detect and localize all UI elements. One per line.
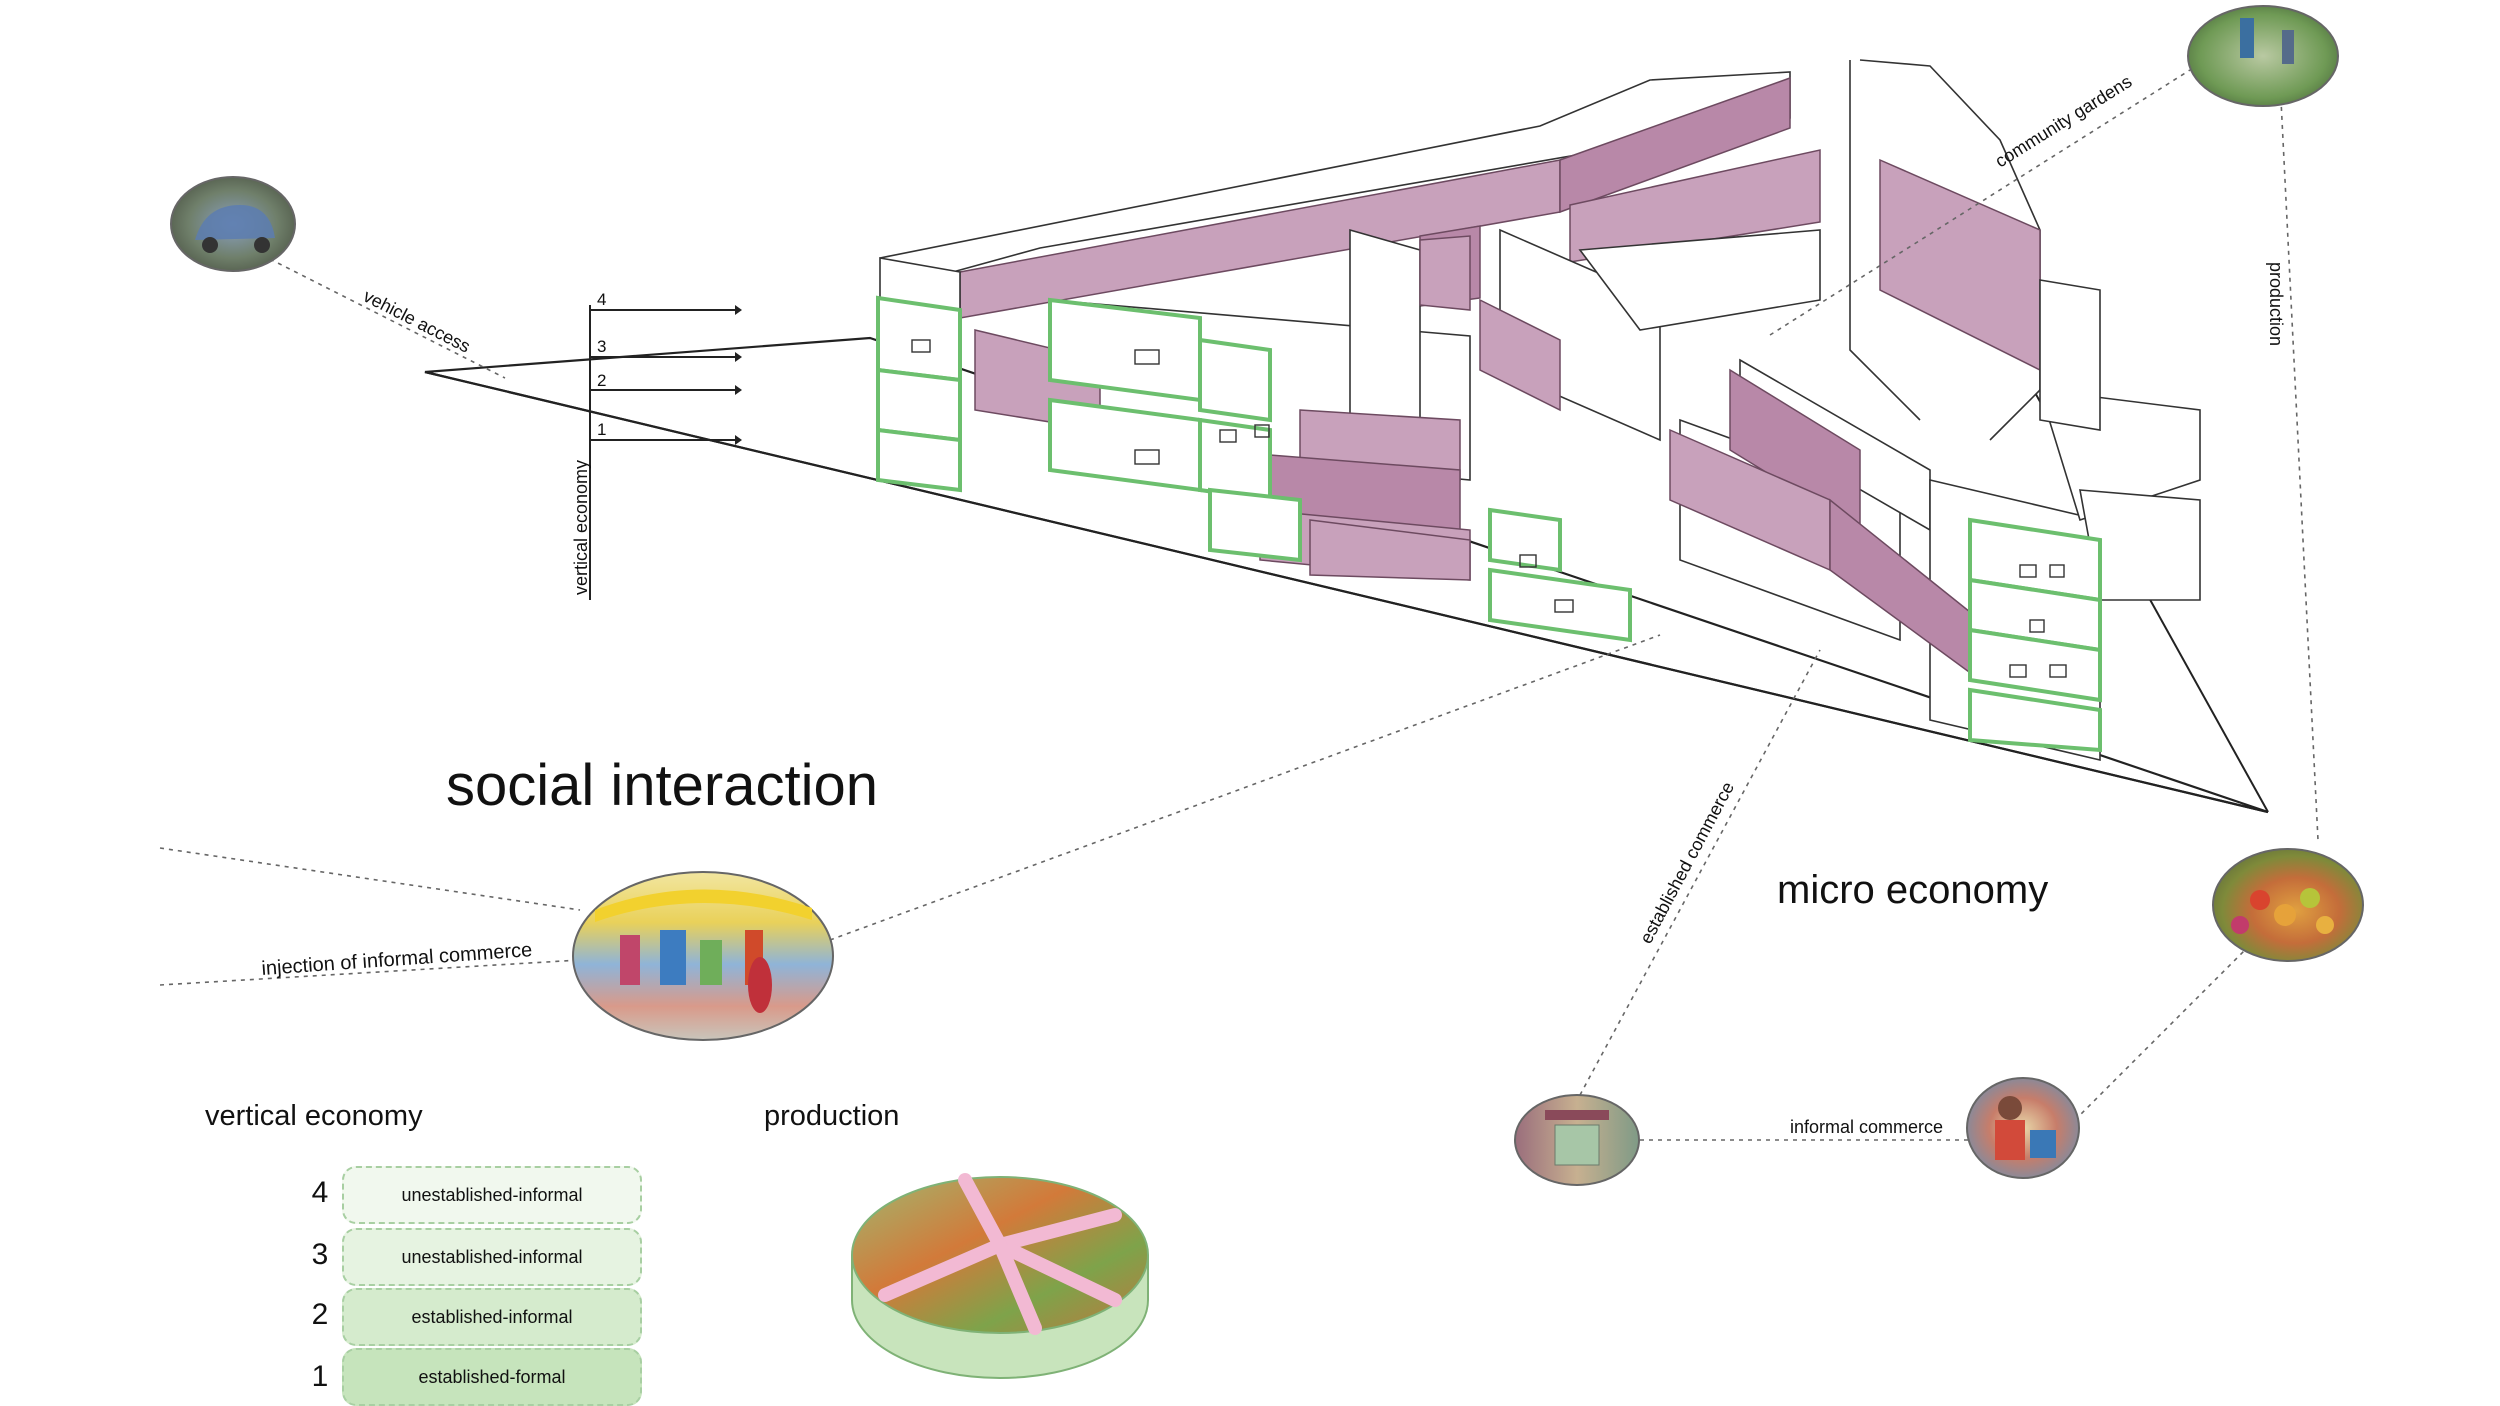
- vertical-economy-heading: vertical economy: [205, 1100, 423, 1132]
- ramp-facades: [974, 235, 1981, 682]
- unit-sections: [876, 295, 2102, 753]
- floor-marker-4: 4: [597, 290, 606, 309]
- legend-num-1: 1: [311, 1360, 329, 1393]
- produce-photo: [2212, 848, 2364, 962]
- shop-photo: [1514, 1094, 1640, 1186]
- legend-row-2: established-informal: [342, 1288, 642, 1346]
- production-heading: production: [764, 1100, 900, 1132]
- legend-label-1: established-formal: [418, 1366, 566, 1387]
- micro-economy-title: micro economy: [1777, 868, 2049, 912]
- production-connector-label: production: [2266, 262, 2286, 346]
- floor-marker-2: 2: [597, 371, 606, 390]
- production-disc: [851, 1173, 1149, 1379]
- legend-label-3: unestablished-informal: [401, 1246, 583, 1267]
- connectors: [159, 69, 2319, 1141]
- floor-marker-1: 1: [597, 420, 606, 439]
- legend-row-4: unestablished-informal: [342, 1166, 642, 1224]
- social-interaction-title: social interaction: [446, 753, 878, 818]
- legend-label-2: established-informal: [411, 1306, 573, 1327]
- vendor-photo: [1966, 1077, 2080, 1179]
- floor-marker-3: 3: [597, 337, 606, 356]
- legend-num-3: 3: [311, 1238, 329, 1271]
- informal-commerce-label: informal commerce: [1790, 1117, 1943, 1137]
- legend-label-4: unestablished-informal: [401, 1184, 583, 1205]
- legend-num-4: 4: [311, 1176, 329, 1209]
- legend-row-3: unestablished-informal: [342, 1228, 642, 1286]
- vertical-economy-axis: [589, 305, 742, 600]
- axis-label: vertical economy: [571, 460, 591, 595]
- legend-num-2: 2: [311, 1298, 329, 1331]
- unit-furniture: [911, 339, 2067, 678]
- legend-row-1: established-formal: [342, 1348, 642, 1406]
- established-commerce-label: established commerce: [1636, 778, 1738, 946]
- market-photo: [572, 871, 834, 1041]
- injection-informal-label: injection of informal commerce: [261, 939, 533, 980]
- community-gardens-label: community gardens: [1992, 71, 2136, 171]
- vehicle-access-label: vehicle access: [360, 286, 473, 357]
- car-photo: [170, 176, 296, 272]
- garden-photo: [2187, 5, 2339, 107]
